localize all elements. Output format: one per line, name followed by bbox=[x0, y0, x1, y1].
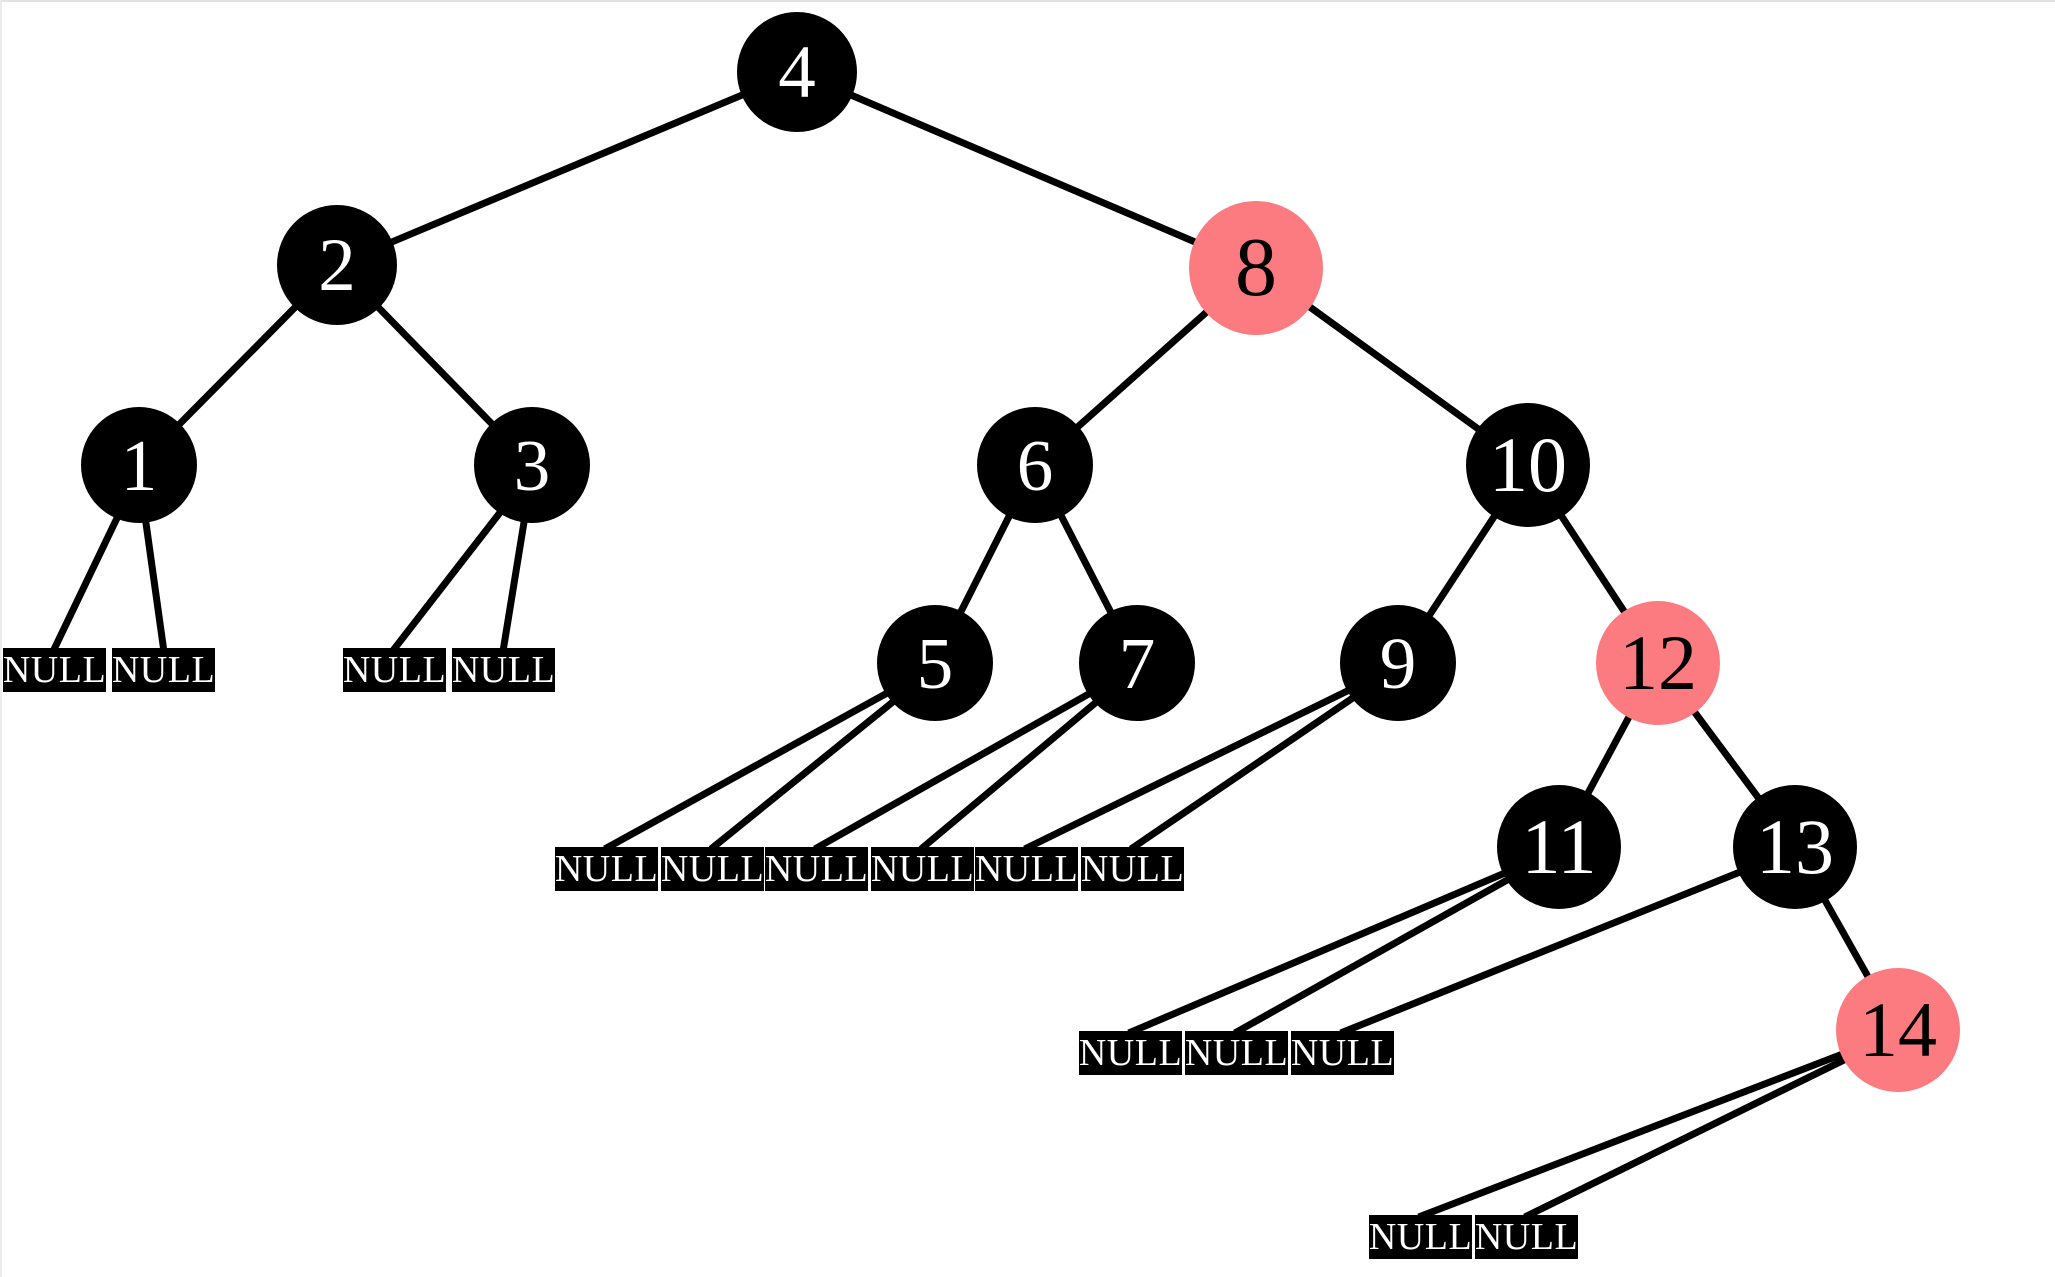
tree-node-6[interactable]: 6 bbox=[977, 407, 1093, 523]
tree-null-leaf-label: NULL bbox=[1184, 1032, 1289, 1074]
tree-null-leaf-label: NULL bbox=[342, 649, 447, 691]
tree-null-leaf-label: NULL bbox=[1368, 1216, 1473, 1258]
tree-edge bbox=[708, 698, 897, 852]
tree-null-leaf: NULL bbox=[1079, 1031, 1182, 1075]
tree-edge bbox=[389, 91, 745, 246]
tree-null-leaf: NULL bbox=[1475, 1215, 1578, 1259]
tree-null-leaf: NULL bbox=[1185, 1031, 1288, 1075]
tree-null-leaf: NULL bbox=[661, 847, 764, 891]
tree-node-label: 13 bbox=[1756, 803, 1834, 890]
tree-edge bbox=[918, 699, 1099, 852]
tree-node-label: 7 bbox=[1118, 622, 1156, 704]
tree-node-label: 11 bbox=[1521, 803, 1597, 890]
tree-edge bbox=[175, 303, 299, 428]
tree-edge bbox=[1057, 513, 1115, 615]
tree-node-label: 14 bbox=[1859, 986, 1937, 1073]
tree-node-label: 12 bbox=[1619, 619, 1697, 706]
tree-null-leaf-label: NULL bbox=[870, 848, 975, 890]
tree-node-11[interactable]: 11 bbox=[1497, 785, 1621, 909]
tree-null-leaf: NULL bbox=[975, 847, 1078, 891]
top-divider bbox=[0, 0, 2055, 2]
tree-null-leaf: NULL bbox=[112, 648, 215, 692]
tree-null-leaf-label: NULL bbox=[1078, 1032, 1183, 1074]
tree-null-leaf: NULL bbox=[452, 648, 555, 692]
tree-node-5[interactable]: 5 bbox=[877, 605, 993, 721]
tree-edge bbox=[390, 509, 504, 653]
tree-node-3[interactable]: 3 bbox=[474, 407, 590, 523]
tree-edge bbox=[1584, 714, 1633, 796]
tree-null-leaf: NULL bbox=[555, 847, 658, 891]
tree-edge bbox=[1128, 694, 1356, 852]
tree-node-label: 3 bbox=[513, 424, 551, 506]
tree-edge bbox=[848, 91, 1198, 246]
tree-edge bbox=[1821, 897, 1872, 980]
tree-edge bbox=[1074, 308, 1210, 431]
tree-null-leaf: NULL bbox=[1369, 1215, 1472, 1259]
tree-node-7[interactable]: 7 bbox=[1079, 605, 1195, 721]
left-divider bbox=[0, 0, 2, 1277]
tree-null-leaf-label: NULL bbox=[1080, 848, 1185, 890]
tree-node-13[interactable]: 13 bbox=[1733, 785, 1857, 909]
tree-node-14[interactable]: 14 bbox=[1836, 968, 1960, 1092]
tree-node-label: 1 bbox=[120, 424, 158, 506]
tree-node-label: 6 bbox=[1016, 424, 1054, 506]
tree-edge bbox=[1425, 513, 1498, 619]
tree-edge bbox=[1127, 869, 1507, 1037]
tree-null-leaf-label: NULL bbox=[1474, 1216, 1579, 1258]
tree-node-12[interactable]: 12 bbox=[1596, 601, 1720, 725]
tree-null-leaf-label: NULL bbox=[974, 848, 1079, 890]
tree-node-label: 10 bbox=[1489, 421, 1567, 508]
tree-node-9[interactable]: 9 bbox=[1340, 605, 1456, 721]
tree-null-leaf-label: NULL bbox=[660, 848, 765, 890]
tree-edge bbox=[957, 513, 1013, 615]
tree-null-leaf: NULL bbox=[343, 648, 446, 692]
tree-null-leaf-label: NULL bbox=[764, 848, 869, 890]
tree-edge bbox=[603, 689, 890, 853]
tree-node-label: 9 bbox=[1379, 622, 1417, 704]
tree-null-leaf: NULL bbox=[765, 847, 868, 891]
tree-edge bbox=[1417, 1050, 1845, 1221]
tree-node-10[interactable]: 10 bbox=[1466, 403, 1590, 527]
tree-edge bbox=[1306, 303, 1482, 433]
tree-null-leaf: NULL bbox=[1081, 847, 1184, 891]
tree-null-leaf-label: NULL bbox=[451, 649, 556, 691]
tree-null-leaf: NULL bbox=[1291, 1031, 1394, 1075]
tree-node-label: 4 bbox=[778, 30, 816, 114]
tree-edge bbox=[142, 520, 168, 651]
tree-node-8[interactable]: 8 bbox=[1189, 201, 1323, 335]
tree-node-1[interactable]: 1 bbox=[81, 407, 197, 523]
tree-edge bbox=[50, 515, 121, 652]
tree-node-label: 2 bbox=[318, 223, 356, 307]
tree-null-leaf-label: NULL bbox=[111, 649, 216, 691]
tree-edge bbox=[374, 304, 496, 428]
tree-edge bbox=[1023, 687, 1351, 853]
tree-null-leaf-label: NULL bbox=[554, 848, 659, 890]
tree-null-leaf: NULL bbox=[871, 847, 974, 891]
tree-edge bbox=[499, 519, 528, 651]
tree-null-leaf-label: NULL bbox=[1290, 1032, 1395, 1074]
tree-edge bbox=[1558, 513, 1628, 615]
tree-node-label: 5 bbox=[916, 622, 954, 704]
tree-node-label: 8 bbox=[1235, 221, 1277, 314]
tree-edge bbox=[1691, 709, 1762, 801]
tree-null-leaf: NULL bbox=[3, 648, 106, 692]
tree-edge bbox=[1233, 876, 1511, 1037]
tree-node-2[interactable]: 2 bbox=[277, 205, 397, 325]
tree-null-leaf-label: NULL bbox=[2, 649, 107, 691]
tree-edge bbox=[1523, 1056, 1848, 1221]
tree-node-4[interactable]: 4 bbox=[737, 12, 857, 132]
